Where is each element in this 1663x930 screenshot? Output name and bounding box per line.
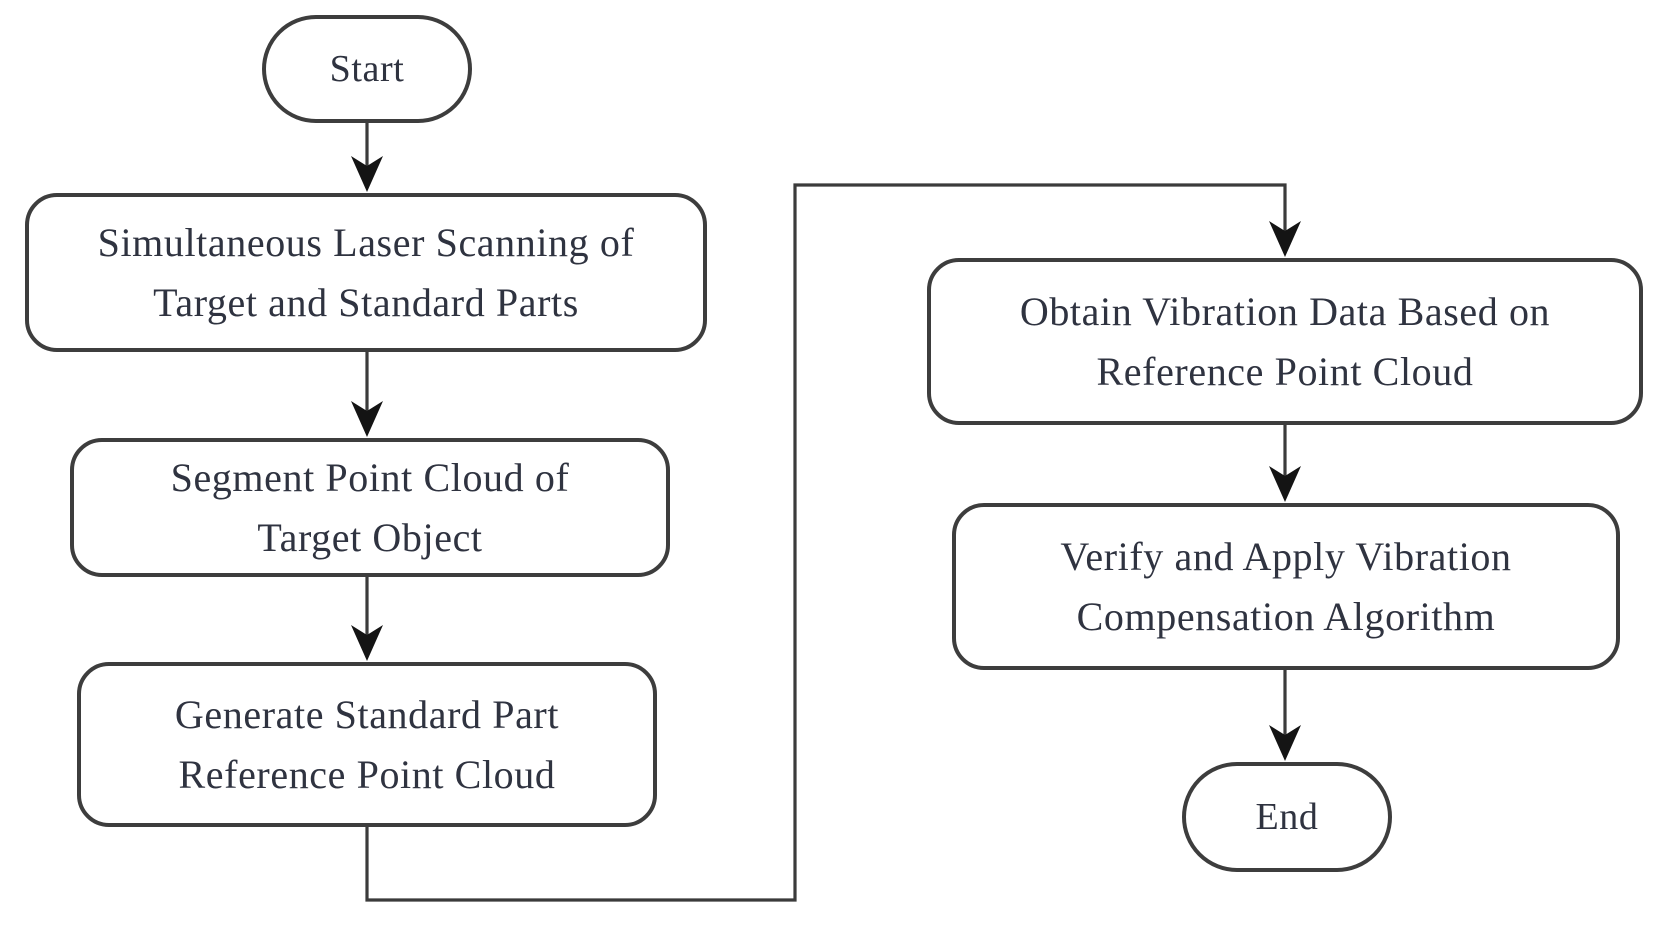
node-label-line: Reference Point Cloud (178, 751, 556, 797)
node-segment-point-cloud: Segment Point Cloud of Target Object (70, 438, 670, 577)
node-end-label: End (1255, 796, 1319, 838)
node-label-line: Target and Standard Parts (153, 279, 579, 325)
node-label-line: Simultaneous Laser Scanning of (97, 219, 635, 265)
node-label-line: Verify and Apply Vibration (1060, 533, 1512, 579)
arrowhead-verify-end (1269, 725, 1301, 761)
arrowhead-segment-generate (351, 625, 383, 661)
node-label-line: Segment Point Cloud of (170, 454, 570, 500)
node-label-line: Target Object (257, 514, 483, 560)
node-verify-apply-compensation: Verify and Apply Vibration Compensation … (952, 503, 1620, 670)
node-simultaneous-laser-scanning: Simultaneous Laser Scanning of Target an… (25, 193, 707, 352)
node-generate-reference-point-cloud: Generate Standard Part Reference Point C… (77, 662, 657, 827)
node-label-line: Generate Standard Part (174, 691, 560, 737)
edge-generate-obtain (365, 183, 1287, 902)
arrowhead-obtain-verify (1269, 466, 1301, 502)
node-obtain-vibration-data: Obtain Vibration Data Based on Reference… (927, 258, 1643, 425)
arrowhead-scan-segment (351, 401, 383, 437)
node-end: End (1182, 762, 1392, 872)
arrowhead-generate-obtain (1269, 221, 1301, 257)
node-start-label: Start (329, 48, 405, 90)
node-label-line: Obtain Vibration Data Based on (1019, 288, 1551, 334)
node-label-line: Compensation Algorithm (1076, 593, 1496, 639)
arrowhead-start-scan (351, 156, 383, 192)
node-start: Start (262, 15, 472, 123)
node-label-line: Reference Point Cloud (1096, 348, 1474, 394)
